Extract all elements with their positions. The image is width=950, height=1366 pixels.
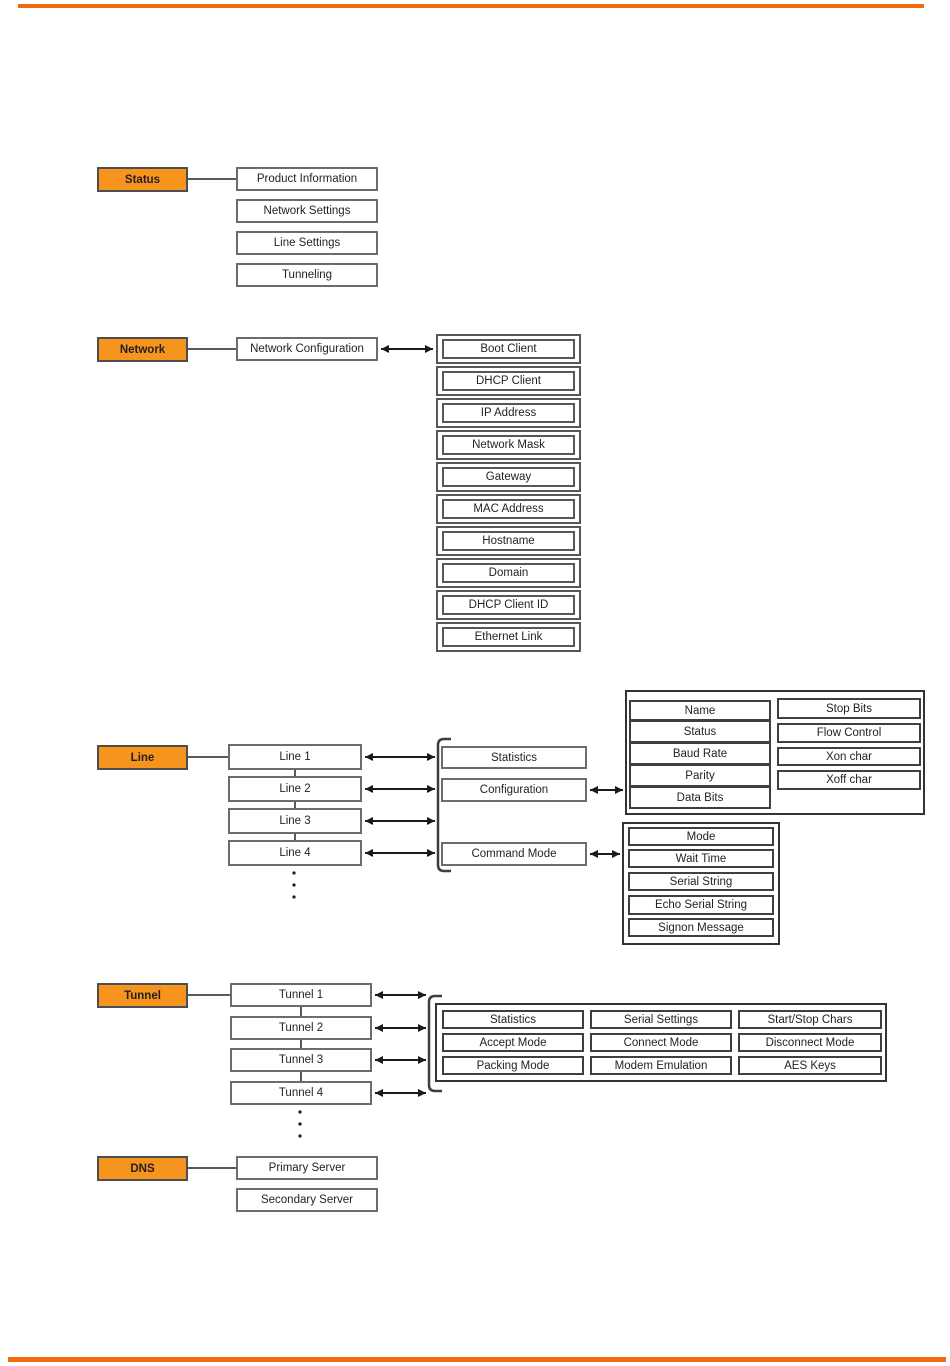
network-item-label: MAC Address	[442, 499, 575, 519]
tunnel-menu-box: Tunnel	[97, 983, 188, 1008]
status-item-line-settings: Line Settings	[236, 231, 378, 255]
tunnel-item-packing-mode: Packing Mode	[442, 1056, 584, 1075]
config-item-parity: Parity	[629, 764, 771, 787]
line-command-mode-box: Command Mode	[441, 842, 587, 866]
line-configuration-box: Configuration	[441, 778, 587, 802]
config-item-flow-control: Flow Control	[777, 723, 921, 743]
network-item-label: Domain	[442, 563, 575, 583]
line-4-box: Line 4	[228, 840, 362, 866]
line-group-bracket	[436, 737, 451, 873]
dns-item-secondary-server: Secondary Server	[236, 1188, 378, 1212]
config-item-name: Name	[629, 700, 771, 721]
page-top-rule	[18, 4, 924, 8]
network-item-label: IP Address	[442, 403, 575, 423]
tunnel-item-serial-settings: Serial Settings	[590, 1010, 732, 1029]
config-item-stop-bits: Stop Bits	[777, 698, 921, 719]
section-connector-lines	[188, 178, 236, 1169]
config-item-data-bits: Data Bits	[629, 786, 771, 809]
status-item-network-settings: Network Settings	[236, 199, 378, 223]
status-menu-box: Status	[97, 167, 188, 192]
network-menu-box: Network	[97, 337, 188, 362]
tunnel-4-box: Tunnel 4	[230, 1081, 372, 1105]
bidirectional-arrows	[365, 345, 623, 1097]
line-ellipsis-dots	[292, 871, 296, 899]
status-item-product-information: Product Information	[236, 167, 378, 191]
tunnel-item-statistics: Statistics	[442, 1010, 584, 1029]
network-item-ip-address: IP Address	[436, 398, 581, 428]
network-item-hostname: Hostname	[436, 526, 581, 556]
status-item-tunneling: Tunneling	[236, 263, 378, 287]
network-item-label: Hostname	[442, 531, 575, 551]
line-3-box: Line 3	[228, 808, 362, 834]
line-statistics-box: Statistics	[441, 746, 587, 769]
tunnel-item-accept-mode: Accept Mode	[442, 1033, 584, 1052]
config-item-status: Status	[629, 720, 771, 743]
tunnel-group-bracket	[427, 994, 442, 1093]
dns-menu-box: DNS	[97, 1156, 188, 1181]
tunnel-item-aes-keys: AES Keys	[738, 1056, 882, 1075]
network-item-gateway: Gateway	[436, 462, 581, 492]
tunnel-item-modem-emulation: Modem Emulation	[590, 1056, 732, 1075]
command-item-signon-message: Signon Message	[628, 918, 774, 937]
line-1-box: Line 1	[228, 744, 362, 770]
command-item-echo-serial-string: Echo Serial String	[628, 895, 774, 915]
config-item-xon-char: Xon char	[777, 747, 921, 766]
line-menu-box: Line	[97, 745, 188, 770]
tunnel-3-box: Tunnel 3	[230, 1048, 372, 1072]
network-item-ethernet-link: Ethernet Link	[436, 622, 581, 652]
config-item-baud-rate: Baud Rate	[629, 742, 771, 765]
command-item-serial-string: Serial String	[628, 872, 774, 891]
network-item-label: Gateway	[442, 467, 575, 487]
network-item-mac-address: MAC Address	[436, 494, 581, 524]
tunnel-item-disconnect-mode: Disconnect Mode	[738, 1033, 882, 1052]
command-item-wait-time: Wait Time	[628, 849, 774, 868]
line-2-box: Line 2	[228, 776, 362, 802]
network-item-label: DHCP Client	[442, 371, 575, 391]
network-item-label: Boot Client	[442, 339, 575, 359]
tunnel-1-box: Tunnel 1	[230, 983, 372, 1007]
network-item-dhcp-client: DHCP Client	[436, 366, 581, 396]
tunnel-ellipsis-dots	[298, 1110, 302, 1138]
config-item-xoff-char: Xoff char	[777, 770, 921, 790]
tunnel-2-box: Tunnel 2	[230, 1016, 372, 1040]
command-item-mode: Mode	[628, 827, 774, 846]
dns-item-primary-server: Primary Server	[236, 1156, 378, 1180]
tunnel-item-start-stop-chars: Start/Stop Chars	[738, 1010, 882, 1029]
network-item-boot-client: Boot Client	[436, 334, 581, 364]
network-item-label: Ethernet Link	[442, 627, 575, 647]
page-bottom-rule	[8, 1357, 946, 1362]
tunnel-item-connect-mode: Connect Mode	[590, 1033, 732, 1052]
network-item-network-mask: Network Mask	[436, 430, 581, 460]
network-configuration-box: Network Configuration	[236, 337, 378, 361]
network-item-label: DHCP Client ID	[442, 595, 575, 615]
network-item-label: Network Mask	[442, 435, 575, 455]
network-item-dhcp-client-id: DHCP Client ID	[436, 590, 581, 620]
network-item-domain: Domain	[436, 558, 581, 588]
